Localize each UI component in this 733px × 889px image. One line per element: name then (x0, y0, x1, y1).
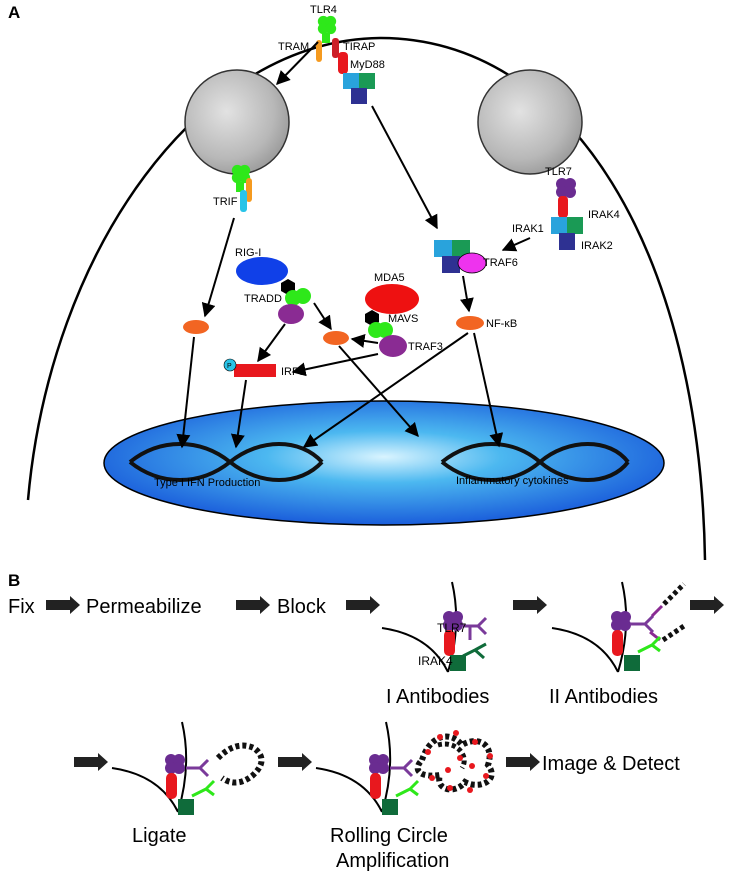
myd88-icon (338, 52, 348, 74)
irf3-icon (234, 364, 276, 377)
panel-a-label: A (8, 3, 20, 22)
workflow-arrows (46, 596, 724, 771)
step-rca-line1: Rolling Circle (330, 825, 448, 847)
traf3-label: TRAF3 (408, 341, 443, 353)
irak1-label: IRAK1 (512, 223, 544, 235)
tradd-label: TRADD (244, 293, 282, 305)
irak2-box-top (351, 88, 367, 104)
nfkb-icon (456, 316, 484, 330)
mda5-label: MDA5 (374, 272, 405, 284)
ifn-label: Type I IFN Production (154, 477, 260, 489)
phospho-icon (223, 358, 237, 372)
tlr7-icon (556, 178, 576, 198)
panel-b-label: B (8, 571, 20, 590)
dna-helix-right (440, 442, 630, 482)
step-image-detect: Image & Detect (542, 753, 680, 775)
mavs-label: MAVS (388, 313, 418, 325)
nucleus (103, 400, 665, 526)
trif-icon (240, 190, 247, 212)
mda5-icon (365, 284, 419, 314)
nfkb-label: NF-κB (486, 318, 517, 330)
tlr7-label: TLR7 (545, 166, 572, 178)
irf3-label: IRF3 (281, 366, 305, 378)
tlr4-icon (317, 15, 337, 35)
endosome-left (184, 69, 290, 175)
rig-i-complex (236, 257, 311, 324)
irak4-box-top (359, 73, 375, 89)
trif-label: TRIF (213, 196, 238, 208)
rig-i-icon (236, 257, 288, 285)
irf-left-icon (183, 320, 209, 334)
mavs-icon (377, 322, 393, 338)
phospho-label: P (227, 363, 232, 370)
tram-label: TRAM (278, 41, 309, 53)
traf6-icon (457, 252, 487, 274)
myd88-label: MyD88 (350, 59, 385, 71)
cell-rolling-circle (315, 721, 495, 815)
traf3-icon (379, 335, 407, 357)
irak4-label: IRAK4 (588, 209, 620, 221)
step-fix: Fix (8, 596, 35, 618)
step-secondary-antibodies: II Antibodies (549, 686, 658, 708)
traf6-complex (434, 240, 487, 274)
cell-membrane (26, 36, 707, 561)
endosome-right (477, 69, 583, 175)
cell-primary-antibodies (381, 581, 488, 673)
mda5-complex (365, 284, 419, 357)
dna-helix-left (128, 442, 324, 482)
step-block: Block (277, 596, 327, 618)
irak4-workflow-label: IRAK4 (418, 654, 453, 668)
tradd-icon (295, 288, 311, 304)
tirap-icon (332, 38, 339, 58)
step-rca-line2: Amplification (336, 850, 449, 872)
cytokine-label: Inflammatory cytokines (456, 475, 569, 487)
tram-icon (316, 40, 322, 62)
step-primary-antibodies: I Antibodies (386, 686, 489, 708)
tlr7-workflow-label: TLR7 (437, 621, 467, 635)
cell-secondary-antibodies (551, 581, 686, 673)
irak1-box-top (343, 73, 359, 89)
rig-i-label: RIG-I (235, 247, 261, 259)
irf-center-icon (323, 331, 349, 345)
tlr4-complex (316, 15, 375, 104)
tirap-label: TIRAP (343, 41, 375, 53)
irak2-label: IRAK2 (581, 240, 613, 252)
amplification-dots (425, 730, 493, 793)
tlr4-label: TLR4 (310, 4, 337, 16)
cell-ligate (111, 721, 265, 815)
traf6-label: TRAF6 (483, 257, 518, 269)
step-ligate: Ligate (132, 825, 187, 847)
trif-complex (231, 164, 252, 212)
pathway-arrows (176, 41, 531, 449)
tlr7-complex (551, 178, 583, 250)
step-permeabilize: Permeabilize (86, 596, 202, 618)
